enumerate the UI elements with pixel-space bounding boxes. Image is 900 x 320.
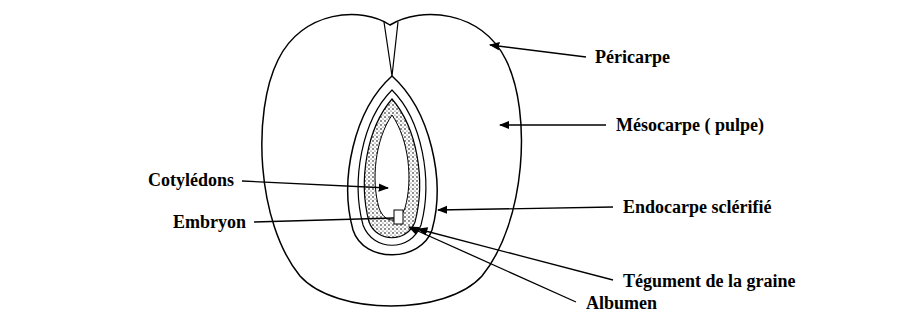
embryo — [394, 210, 403, 224]
part-label: Endocarpe sclérifié — [623, 197, 771, 217]
leader-line — [438, 207, 613, 210]
endocarp-inner — [358, 90, 426, 245]
part-label: Embryon — [173, 212, 246, 232]
endocarp-outer — [348, 76, 437, 255]
leader-line — [242, 181, 388, 188]
leader-line — [254, 218, 394, 222]
leader-line — [418, 229, 613, 280]
cotyledons — [375, 115, 409, 220]
suture-line — [384, 22, 398, 76]
part-label: Albumen — [586, 293, 657, 313]
leader-line — [409, 227, 576, 302]
part-label: Tégument de la graine — [623, 271, 796, 291]
seed-tegument — [364, 99, 419, 238]
part-label: Péricarpe — [595, 47, 670, 67]
leader-line — [490, 45, 586, 57]
part-label: Cotylédons — [148, 170, 234, 190]
fruit-outline — [262, 14, 522, 306]
part-label: Mésocarpe ( pulpe) — [616, 115, 764, 135]
leader-line — [500, 124, 606, 125]
